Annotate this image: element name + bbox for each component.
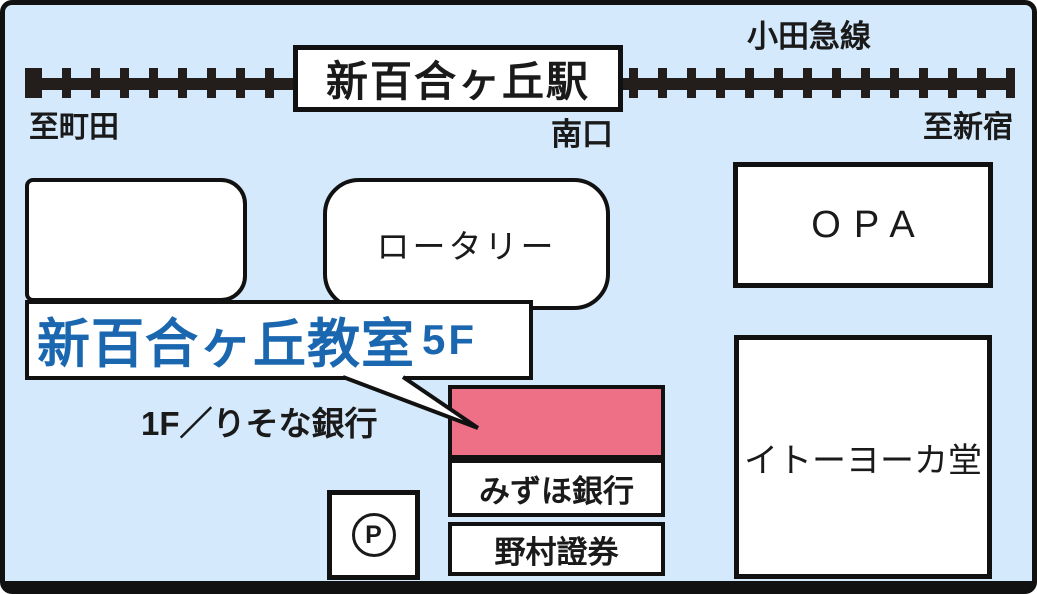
classroom-callout-box: 新百合ヶ丘教室 5F (25, 300, 533, 380)
ito-yokado-building: イトーヨーカ堂 (734, 335, 992, 579)
unnamed-building (25, 178, 247, 302)
railway-track-right (621, 68, 1015, 98)
classroom-building (448, 385, 665, 459)
opa-label: OPA (811, 203, 928, 246)
classroom-title: 新百合ヶ丘教室 (37, 315, 415, 374)
mizuho-bank-label: みずほ銀行 (479, 473, 634, 509)
opa-building: OPA (733, 162, 993, 288)
rotary-building: ロータリー (323, 178, 610, 310)
south-exit-label: 南口 (551, 117, 613, 152)
station-box: 新百合ヶ丘駅 (293, 45, 623, 112)
parking-building: P (327, 490, 420, 580)
callout-pointer (342, 375, 480, 430)
to-machida-label: 至町田 (29, 111, 119, 144)
rotary-label: ロータリー (376, 228, 557, 265)
to-shinjuku-label: 至新宿 (923, 111, 1013, 144)
nomura-securities-building: 野村證券 (448, 522, 665, 576)
parking-icon: P (351, 513, 396, 557)
odakyu-line-label: 小田急線 (747, 19, 871, 54)
ito-yokado-label: イトーヨーカ堂 (744, 441, 982, 480)
railway-track-left (25, 68, 295, 98)
station-name: 新百合ヶ丘駅 (325, 58, 590, 105)
nomura-securities-label: 野村證券 (494, 534, 619, 570)
mizuho-bank-building: みずほ銀行 (448, 459, 665, 517)
classroom-floor: 5F (422, 316, 478, 363)
parking-label: P (365, 520, 382, 549)
ground-floor-note: 1F／りそな銀行 (141, 405, 378, 442)
